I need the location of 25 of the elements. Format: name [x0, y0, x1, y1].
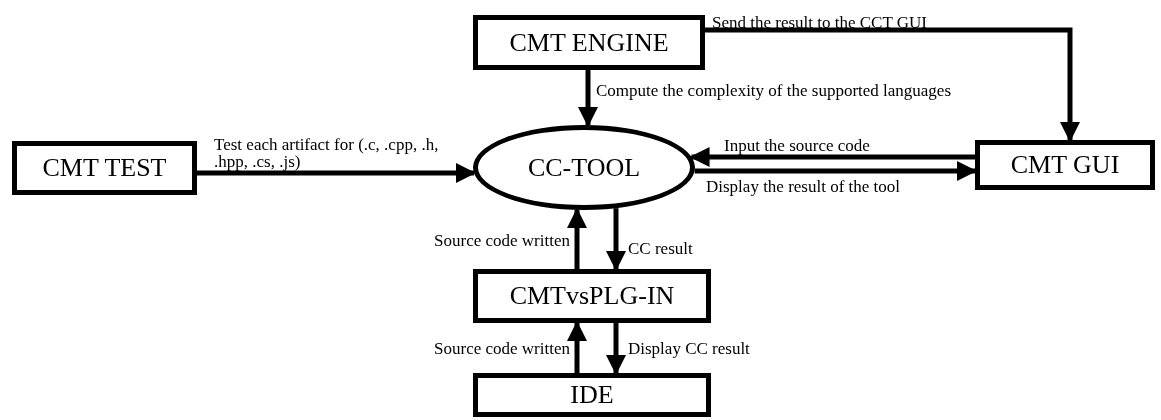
edge-label: CC result — [628, 240, 694, 257]
node-label: CMT TEST — [42, 153, 167, 183]
process-box — [473, 373, 711, 417]
edge-label: Send the result to the CCT GUI — [712, 14, 928, 31]
node-label: CMT ENGINE — [509, 27, 669, 58]
edge-label: Compute the complexity of the supported languages — [596, 82, 953, 99]
process-box — [473, 15, 705, 70]
edge-label: Source code written — [433, 340, 570, 357]
node-label: CC-TOOL — [527, 152, 641, 183]
edge-label: Source code written — [433, 232, 570, 249]
node-label: CMT GUI — [1010, 150, 1120, 180]
edge-label: Test each artifact for (.c, .cpp, .h, .hpp, .cs, .js) — [214, 136, 440, 170]
node-label: CMTvsPLG-IN — [509, 281, 675, 311]
process-box — [975, 140, 1155, 190]
node-label: IDE — [570, 380, 614, 410]
arrow — [694, 161, 977, 181]
process-box — [12, 141, 197, 195]
arrow — [606, 208, 626, 271]
edge-label: Input the source code — [724, 137, 871, 154]
arrow — [606, 323, 626, 375]
arrow — [705, 27, 1080, 142]
process-box — [473, 269, 711, 323]
edge-label: Display CC result — [628, 340, 751, 357]
arrow — [567, 321, 587, 373]
edge-label: Display the result of the tool — [706, 178, 902, 195]
